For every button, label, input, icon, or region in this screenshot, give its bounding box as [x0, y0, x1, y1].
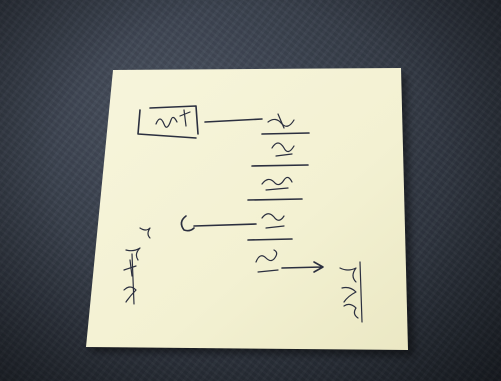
handwritten-rule-2 — [252, 165, 308, 166]
handwritten-rule-3 — [248, 199, 302, 200]
handwritten-rule-4 — [248, 239, 292, 240]
sticky-note — [86, 68, 408, 350]
handwritten-rule-1 — [262, 133, 309, 134]
